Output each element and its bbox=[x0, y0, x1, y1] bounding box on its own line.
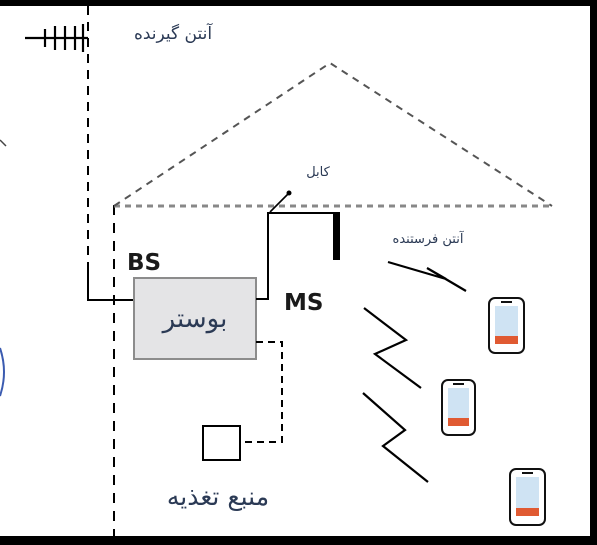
booster-label: بوستر bbox=[161, 304, 228, 334]
bs-label: BS bbox=[127, 250, 161, 276]
signal-wave-1-icon bbox=[387, 260, 467, 292]
phone-2-icon bbox=[441, 379, 476, 436]
cable-pointer-dot bbox=[286, 190, 292, 196]
frame-top bbox=[0, 0, 597, 6]
cable-label: کابل bbox=[306, 165, 330, 180]
mast-to-booster-cable bbox=[87, 262, 134, 301]
left-edge-tick bbox=[0, 139, 7, 147]
booster-to-transmit-cable bbox=[256, 212, 336, 300]
power-supply-box bbox=[202, 425, 241, 461]
power-cable-dashed bbox=[240, 341, 283, 443]
booster-box bbox=[133, 277, 257, 360]
phone-3-icon bbox=[509, 468, 546, 526]
receiving-antenna-icon bbox=[25, 24, 88, 52]
receiving-antenna-label: آنتن گیرنده bbox=[134, 22, 213, 44]
signal-wave-3-icon bbox=[362, 392, 429, 483]
left-edge-arc bbox=[0, 347, 5, 397]
frame-bottom bbox=[0, 536, 597, 545]
frame-right bbox=[590, 0, 597, 545]
cable-pointer bbox=[269, 192, 290, 213]
house-roof-dashed bbox=[113, 61, 553, 207]
transmitting-antenna-label: آنتن فرستنده bbox=[393, 230, 465, 247]
ms-label: MS bbox=[284, 290, 323, 316]
signal-wave-2-icon bbox=[363, 307, 422, 389]
phone-1-icon bbox=[488, 297, 525, 354]
transmitting-antenna-icon bbox=[333, 212, 340, 260]
power-supply-label: منبع تغذیه bbox=[167, 482, 269, 512]
